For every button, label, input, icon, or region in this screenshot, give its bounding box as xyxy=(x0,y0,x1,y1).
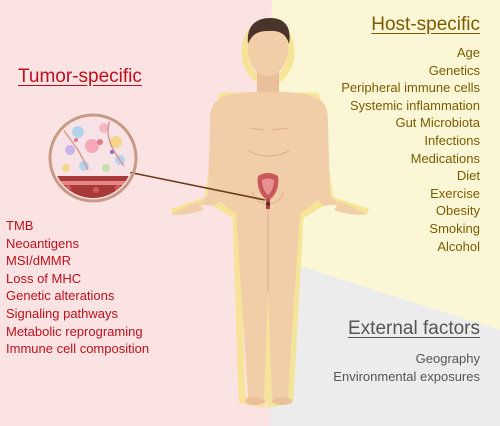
host-region xyxy=(265,0,500,330)
tumor-microenvironment-lens xyxy=(48,113,138,203)
right-foot xyxy=(245,397,265,405)
left-foot xyxy=(272,397,292,405)
human-body xyxy=(170,18,370,408)
external-item: Environmental exposures xyxy=(333,368,480,384)
host-specific-list: Age Genetics Peripheral immune cells Sys… xyxy=(341,44,480,255)
external-factors-list: Geography Environmental exposures xyxy=(333,350,480,385)
tumor-item: MSI/dMMR xyxy=(6,253,71,269)
tumor-item: Loss of MHC xyxy=(6,270,82,286)
host-item: Exercise xyxy=(430,185,480,201)
head xyxy=(248,24,288,76)
host-item: Genetics xyxy=(428,62,480,78)
right-hand xyxy=(334,202,366,215)
bladder xyxy=(257,173,279,209)
tumor-item: Genetic alterations xyxy=(6,288,115,304)
tumor-specific-heading: Tumor-specific xyxy=(18,66,142,87)
neck xyxy=(257,72,279,98)
host-item: Infections xyxy=(424,132,480,148)
host-item: Smoking xyxy=(429,220,480,236)
right-arm xyxy=(312,96,340,206)
host-item: Systemic inflammation xyxy=(349,97,480,113)
left-hand xyxy=(172,202,204,215)
host-item: Medications xyxy=(410,150,480,166)
host-item: Alcohol xyxy=(437,238,480,254)
host-item: Diet xyxy=(456,168,480,184)
tumor-item: Immune cell composition xyxy=(6,341,150,357)
leader-line xyxy=(127,171,266,201)
external-factors-heading: External factors xyxy=(348,318,480,339)
tumor-item: Metabolic reprograming xyxy=(6,323,143,339)
host-item: Age xyxy=(456,45,480,60)
host-item: Peripheral immune cells xyxy=(341,80,480,96)
hair xyxy=(247,18,290,44)
host-item: Gut Microbiota xyxy=(395,115,480,131)
host-specific-heading: Host-specific xyxy=(371,14,480,35)
external-item: Geography xyxy=(415,351,480,366)
tumor-region xyxy=(0,0,272,426)
host-item: Obesity xyxy=(435,203,480,219)
tumor-item: Signaling pathways xyxy=(6,305,119,321)
left-arm xyxy=(198,96,226,206)
tumor-item: TMB xyxy=(6,218,34,233)
tumor-specific-list: TMB Neoantigens MSI/dMMR Loss of MHC Gen… xyxy=(6,217,149,358)
tumor-item: Neoantigens xyxy=(6,235,79,251)
